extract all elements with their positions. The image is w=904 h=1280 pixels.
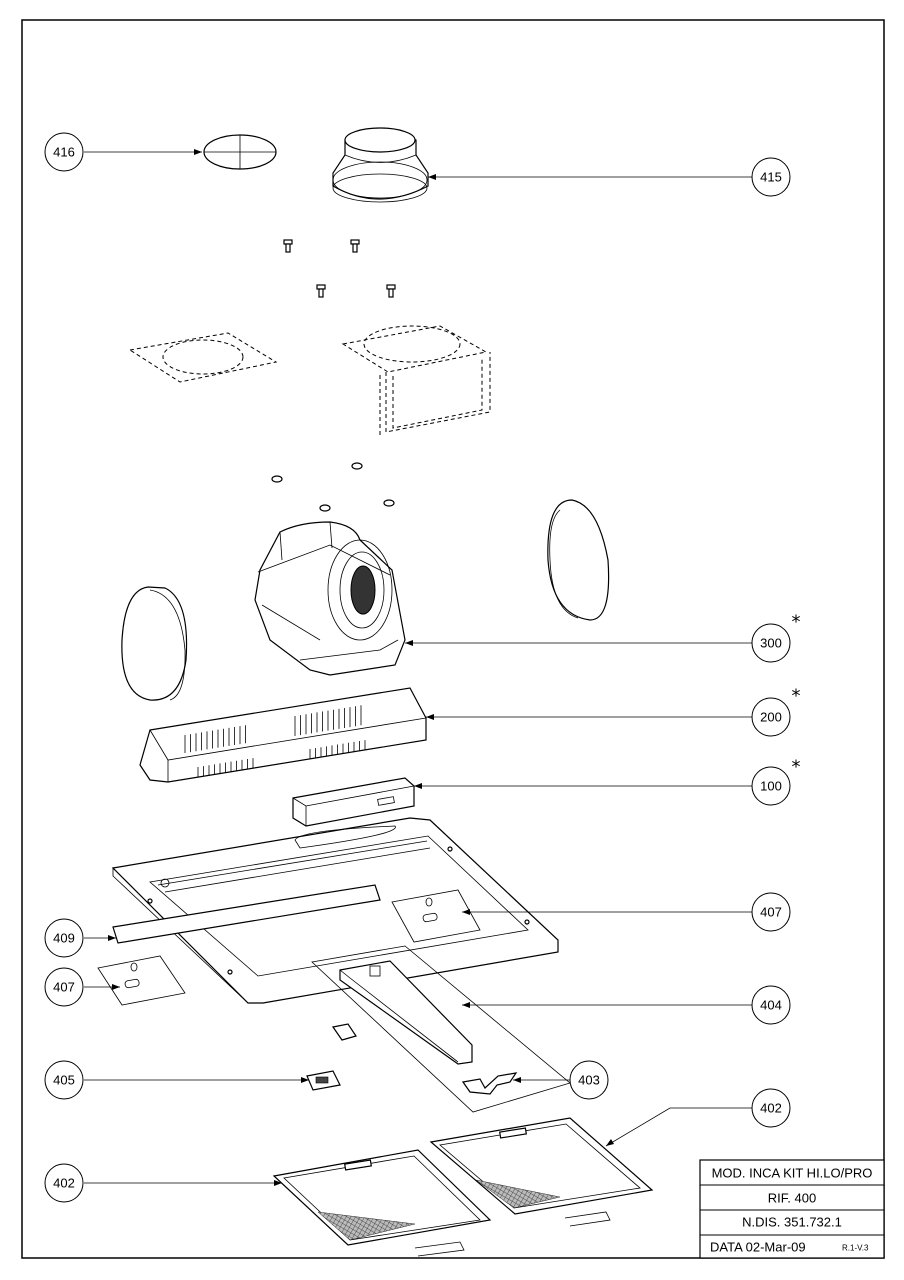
callout-407a-label: 407	[760, 905, 782, 920]
callout-402-right: 402	[751, 1088, 791, 1128]
part-200-control-housing	[139, 687, 427, 783]
title-block-revision: R.1-V.3	[842, 1244, 869, 1253]
callout-409: 409	[44, 918, 84, 958]
title-block: MOD. INCA KIT HI.LO/PRO RIF. 400 N.DIS. …	[699, 1159, 885, 1259]
title-block-drawing-number: N.DIS. 351.732.1	[742, 1215, 842, 1230]
part-402-grease-filter-right	[429, 1117, 654, 1227]
callout-416-label: 416	[53, 145, 75, 160]
callout-407-right: 407	[751, 892, 791, 932]
star-mark-100: *	[792, 757, 801, 778]
callout-300-label: 300	[760, 636, 782, 651]
callout-407b-label: 407	[53, 980, 75, 995]
callout-407-left: 407	[44, 967, 84, 1007]
mounting-plate-dashed-left	[128, 332, 278, 383]
part-415-duct-collar	[332, 127, 429, 203]
callout-100: 100 *	[751, 757, 801, 806]
part-407-label-upper	[391, 889, 481, 943]
title-block-model: MOD. INCA KIT HI.LO/PRO	[712, 1166, 873, 1181]
callout-404: 404	[751, 985, 791, 1025]
callout-404-label: 404	[760, 998, 782, 1013]
part-100-light-module	[292, 777, 415, 827]
mounting-screws	[283, 239, 396, 298]
part-416-damper-disk	[203, 134, 277, 170]
callout-100-label: 100	[760, 779, 782, 794]
grommets	[271, 462, 395, 512]
hood-panel	[111, 817, 559, 1004]
part-405-clip	[306, 1070, 341, 1091]
part-403-spring-clip	[461, 1072, 518, 1095]
small-bracket	[331, 1023, 357, 1041]
callout-200: 200 *	[751, 686, 801, 737]
part-402-grease-filter-left	[272, 1149, 492, 1257]
charcoal-filter-right	[547, 499, 610, 621]
part-409-trim-strip	[112, 884, 381, 944]
callout-200-label: 200	[760, 710, 782, 725]
drawing-border	[21, 19, 885, 1259]
star-mark-300: *	[792, 612, 801, 633]
star-mark-200: *	[792, 686, 801, 707]
callout-415-label: 415	[760, 170, 782, 185]
charcoal-filter-left	[121, 586, 188, 701]
callout-402b-label: 402	[53, 1176, 75, 1191]
callout-402-left: 402	[44, 1163, 84, 1203]
callout-300: 300 *	[751, 612, 801, 663]
callout-416: 416	[44, 132, 84, 172]
callout-415: 415	[751, 157, 791, 197]
callout-405-label: 405	[53, 1073, 75, 1088]
callout-405: 405	[44, 1060, 84, 1100]
title-block-date: DATA 02-Mar-09	[710, 1240, 806, 1255]
title-block-ref: RIF. 400	[768, 1191, 816, 1206]
callout-403-label: 403	[578, 1073, 600, 1088]
leader-lines	[84, 149, 752, 1186]
mounting-bracket-dashed-right	[341, 325, 491, 435]
callout-403: 403	[569, 1060, 609, 1100]
part-300-blower-motor	[254, 521, 406, 676]
callout-402a-label: 402	[760, 1101, 782, 1116]
callout-409-label: 409	[53, 931, 75, 946]
part-407-label-lower	[97, 955, 186, 1006]
